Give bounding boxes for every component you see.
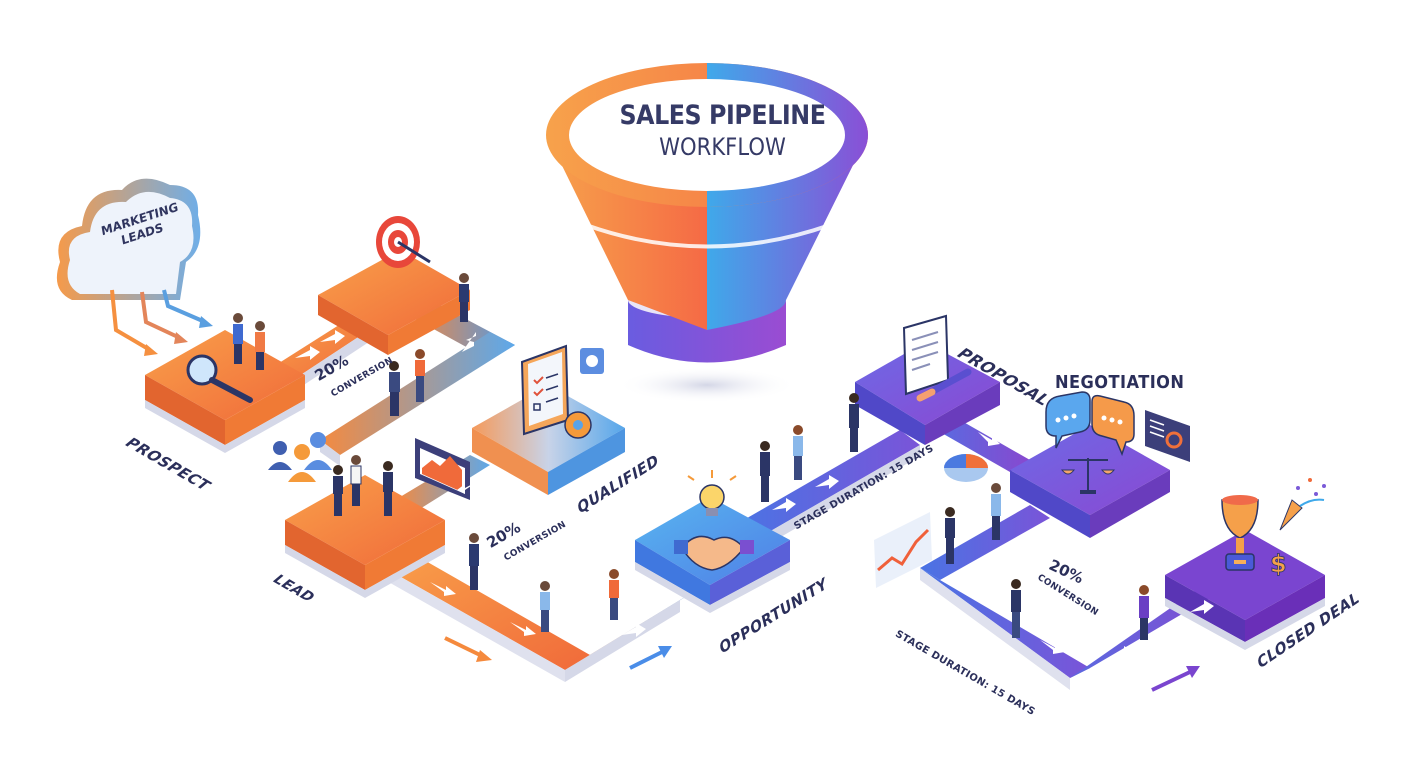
people-icon [268,432,332,482]
stage-block-target[interactable] [318,250,470,355]
svg-text:$: $ [1270,550,1287,578]
party-popper-icon [1279,478,1326,531]
walkway-prospect-target [268,318,372,394]
pie-chart-icon [944,454,988,482]
lightbulb-icon [687,470,737,516]
report-chat-icon [1145,410,1190,462]
title-line2: WORKFLOW [659,133,786,161]
people-figures [233,273,1149,640]
stage-label-negotiation: NEGOTIATION [1055,372,1185,393]
line-chart-icon [874,512,932,588]
document-pen-icon [902,314,972,402]
gear-icon [564,411,592,439]
target-icon [376,216,431,268]
clipboard-checklist-icon [520,344,570,436]
direction-arrows [295,330,1214,660]
handshake-icon [674,535,754,571]
title-line1: SALES PIPELINE [619,100,826,131]
chart-board-icon [415,438,470,500]
stage-block-prospect[interactable] [145,330,305,453]
stage-block-negotiation[interactable] [1010,425,1170,538]
chat-bubbles-icon [1045,391,1135,457]
marketing-leads-cloud [56,178,213,356]
floor-arrows [444,636,1200,692]
scales-icon [1060,458,1116,494]
trophy-icon [1221,495,1259,571]
funnel-title: SALES PIPELINE WORKFLOW [590,100,855,161]
walkway-lead-opportunity [385,552,705,682]
walkway-proposal-negotiation [940,420,1030,472]
stage-block-qualified[interactable] [472,385,625,495]
funnel-graphic [546,63,868,403]
magnifier-icon [186,354,253,403]
stage-block-lead[interactable] [285,475,445,598]
dollar-icon: $ [1270,550,1288,579]
gear-chat-icon [580,348,604,374]
